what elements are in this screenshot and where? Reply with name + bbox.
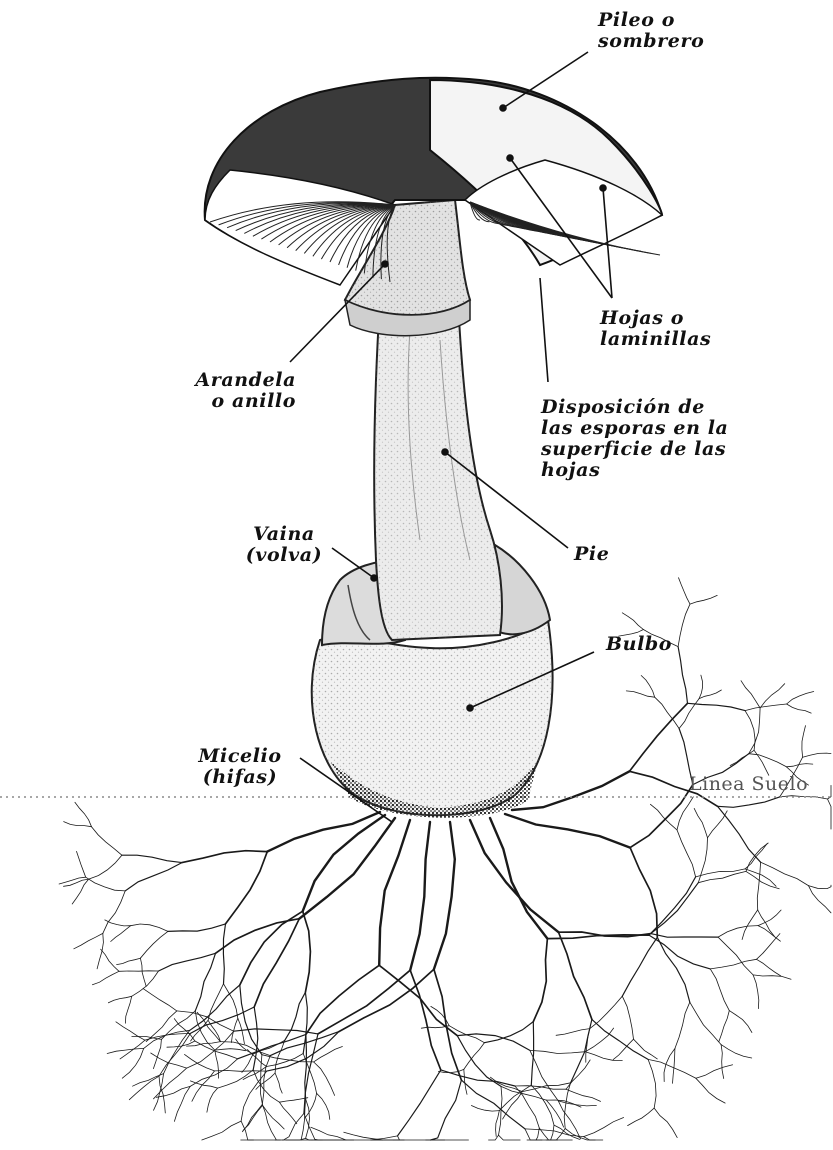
label-bulbo: Bulbo bbox=[606, 634, 672, 655]
label-disposicion-line-4: hojas bbox=[541, 460, 728, 481]
label-vaina-line-1: Vaina bbox=[236, 524, 332, 545]
label-pileo-line-2: sombrero bbox=[598, 31, 704, 52]
leader-pie-dot bbox=[442, 449, 448, 455]
leader-vaina-dot bbox=[371, 575, 377, 581]
leader-hojas-dot-1 bbox=[507, 155, 513, 161]
label-disposicion-line-3: superficie de las bbox=[541, 439, 728, 460]
label-vaina: Vaina (volva) bbox=[236, 524, 332, 566]
label-disposicion-line-1: Disposición de bbox=[541, 397, 728, 418]
leader-disposicion bbox=[540, 278, 548, 382]
ground-line-label: Linea Suelo bbox=[689, 773, 808, 795]
label-arandela-line-2: o anillo bbox=[180, 391, 296, 412]
leader-bulbo-dot bbox=[467, 705, 473, 711]
leader-arandela-dot bbox=[382, 261, 388, 267]
label-micelio-line-1: Micelio bbox=[190, 746, 290, 767]
label-micelio: Micelio (hifas) bbox=[190, 746, 290, 788]
label-micelio-line-2: (hifas) bbox=[190, 767, 290, 788]
label-hojas: Hojas o laminillas bbox=[600, 308, 711, 350]
stipe bbox=[374, 300, 502, 640]
label-hojas-line-1: Hojas o bbox=[600, 308, 711, 329]
label-disposicion-line-2: las esporas en la bbox=[541, 418, 728, 439]
label-disposicion: Disposición de las esporas en la superfi… bbox=[541, 397, 728, 481]
leader-hojas-dot-2 bbox=[600, 185, 606, 191]
label-pie: Pie bbox=[574, 544, 609, 565]
bulb bbox=[312, 620, 553, 818]
leader-pileo-dot bbox=[500, 105, 506, 111]
label-bulbo-text: Bulbo bbox=[606, 634, 672, 655]
label-vaina-line-2: (volva) bbox=[236, 545, 332, 566]
label-arandela-line-1: Arandela bbox=[180, 370, 296, 391]
label-pileo-line-1: Pileo o bbox=[598, 10, 704, 31]
label-pileo: Pileo o sombrero bbox=[598, 10, 704, 52]
label-pie-text: Pie bbox=[574, 544, 609, 565]
label-arandela: Arandela o anillo bbox=[180, 370, 296, 412]
label-hojas-line-2: laminillas bbox=[600, 329, 711, 350]
